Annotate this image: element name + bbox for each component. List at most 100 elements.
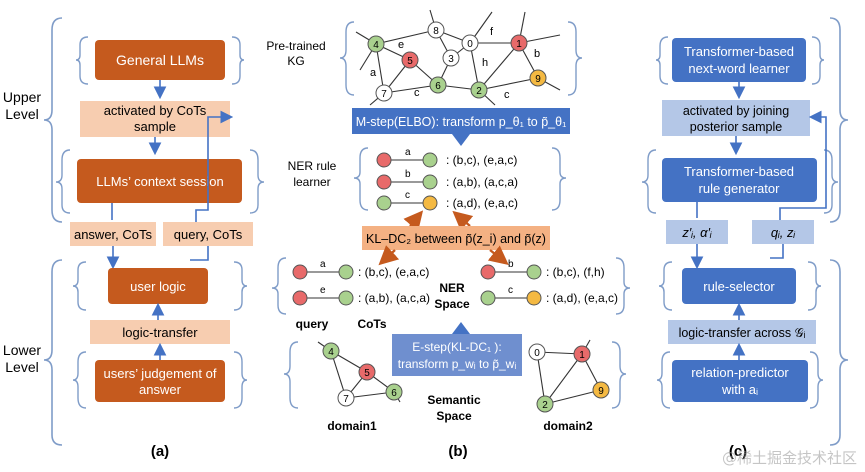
brace-left (75, 36, 89, 85)
brace-right (823, 149, 839, 214)
kg-node-label: 0 (467, 39, 473, 50)
caption-a: (a) (151, 443, 169, 460)
d2-node-label: 1 (579, 350, 585, 361)
domain2-edges (536, 339, 602, 405)
d2-node-label: 2 (542, 400, 548, 411)
brace-left (658, 261, 673, 311)
query-rule-row: e : (a,b), (a,c,a) (292, 285, 430, 306)
rule-row: c : (a,d), (e,a,c) (376, 190, 518, 211)
kg-node (461, 34, 479, 52)
ner-space-label-1: NER (439, 281, 465, 295)
domain1-label: domain1 (327, 419, 377, 433)
brace-right (231, 36, 245, 85)
d2-node (573, 345, 591, 363)
z-alpha-label: z′ᵢ, α′ᵢ (681, 225, 712, 240)
brace-right (611, 341, 627, 409)
lower-level-label-1: Lower (3, 342, 41, 358)
transformer-learner-label-1: Transformer-based (684, 44, 794, 59)
cots-rule-row: c : (a,d), (e,a,c) (480, 285, 618, 306)
rule-rel: b (508, 259, 514, 270)
query-rule-row: a : (b,c), (e,a,c) (292, 259, 429, 280)
rule-pairs: : (b,c), (f,h) (546, 265, 605, 279)
brace-left (72, 261, 87, 311)
mstep-banner (352, 108, 570, 134)
kg-node (375, 84, 393, 102)
kg-node (427, 21, 445, 39)
caption-c: (c) (729, 443, 747, 460)
rule-selector-label: rule-selector (703, 279, 775, 294)
q-z-box (752, 220, 814, 244)
query-label: query (296, 317, 329, 331)
kldc2-label: KL–DC₂ between p̃(z_i) and p̃(z) (366, 232, 546, 246)
rule-generator-label-1: Transformer-based (684, 164, 794, 179)
brace-right (249, 149, 265, 214)
logic-transfer-label: logic-transfer (122, 325, 198, 340)
brace-left (283, 341, 299, 409)
kg-edge-label: e (398, 39, 404, 51)
context-session-label: LLMs’ context session (96, 174, 223, 189)
relation-predictor-label-2: with aᵢ (721, 382, 758, 397)
kg-node (442, 49, 460, 67)
rule-pairs: : (b,c), (e,a,c) (446, 153, 517, 167)
lower-level-brace-right (829, 259, 849, 446)
d1-node-label: 7 (343, 394, 349, 405)
brace-right (615, 257, 631, 315)
kg-nodes (367, 21, 547, 102)
logic-transfer-across-label: logic-transfer across 𝒢ᵢ (679, 326, 806, 340)
activated-posterior-label-2: posterior sample (690, 120, 782, 134)
general-llms-label: General LLMs (116, 52, 204, 68)
rule-row: b : (a,b), (a,c,a) (376, 169, 518, 190)
rule-rel: b (405, 169, 411, 180)
users-judgement-label-1: users’ judgement of (104, 366, 217, 381)
transformer-learner-label-2: next-word learner (688, 61, 790, 76)
lower-level-brace (43, 259, 63, 446)
kg-node-label: 6 (435, 81, 441, 92)
brace-right (807, 261, 822, 311)
d1-node-label: 4 (328, 347, 334, 358)
d1-node (337, 389, 355, 407)
kg-node-label: 2 (476, 86, 482, 97)
d2-node-label: 0 (534, 348, 540, 359)
kg-node (529, 69, 547, 87)
kg-node (401, 51, 419, 69)
d1-node (385, 383, 403, 401)
rule-rel: c (508, 285, 513, 296)
relation-predictor-label-1: relation-predictor (691, 365, 789, 380)
cots-rule-row: b : (b,c), (f,h) (480, 259, 605, 280)
panel-b: Pre-trained KG (266, 9, 631, 460)
user-logic-box (108, 268, 208, 304)
kg-node-labels: 4 8 0 1 5 3 6 7 2 9 (373, 26, 541, 100)
kg-node-label: 3 (448, 54, 454, 65)
d1-node (322, 342, 340, 360)
rule-generator-label-2: rule generator (699, 181, 781, 196)
kg-edge-label: a (370, 67, 377, 79)
rule-pairs: : (a,d), (e,a,c) (546, 291, 618, 305)
rule-pairs: : (a,b), (a,c,a) (446, 175, 518, 189)
answer-cots-label: answer, CoTs (74, 227, 153, 242)
d2-node (536, 395, 554, 413)
mstep-label: M-step(ELBO): transform p_θ₁ to p̃_θ₁ (356, 115, 567, 129)
kg-node-label: 7 (381, 89, 387, 100)
panel-a: Upper Level Lower Level General LLMs act… (3, 17, 265, 460)
kg-edge-label: b (534, 48, 540, 60)
brace-left (271, 257, 287, 315)
kg-brace-left (339, 21, 355, 96)
activated-cots-label-2: sample (134, 119, 176, 134)
d2-node-label: 9 (598, 386, 604, 397)
brace-left (655, 36, 669, 85)
rule-selector-box (682, 268, 796, 304)
query-cots-label: query, CoTs (174, 227, 243, 242)
kg-node (470, 81, 488, 99)
upper-level-brace (43, 17, 63, 223)
activated-posterior-label-1: activated by joining (683, 104, 789, 118)
general-llms-box (95, 40, 225, 80)
activated-cots-label-1: activated by CoTs (104, 103, 207, 118)
watermark: @稀土掘金技术社区 (721, 449, 857, 467)
caption-b: (b) (448, 443, 467, 460)
brace-right (233, 351, 248, 409)
activated-cots-box (80, 101, 230, 137)
panel-c: Transformer-based next-word learner acti… (641, 17, 849, 460)
kg-node-label: 9 (535, 74, 541, 85)
brace-left (353, 147, 369, 211)
